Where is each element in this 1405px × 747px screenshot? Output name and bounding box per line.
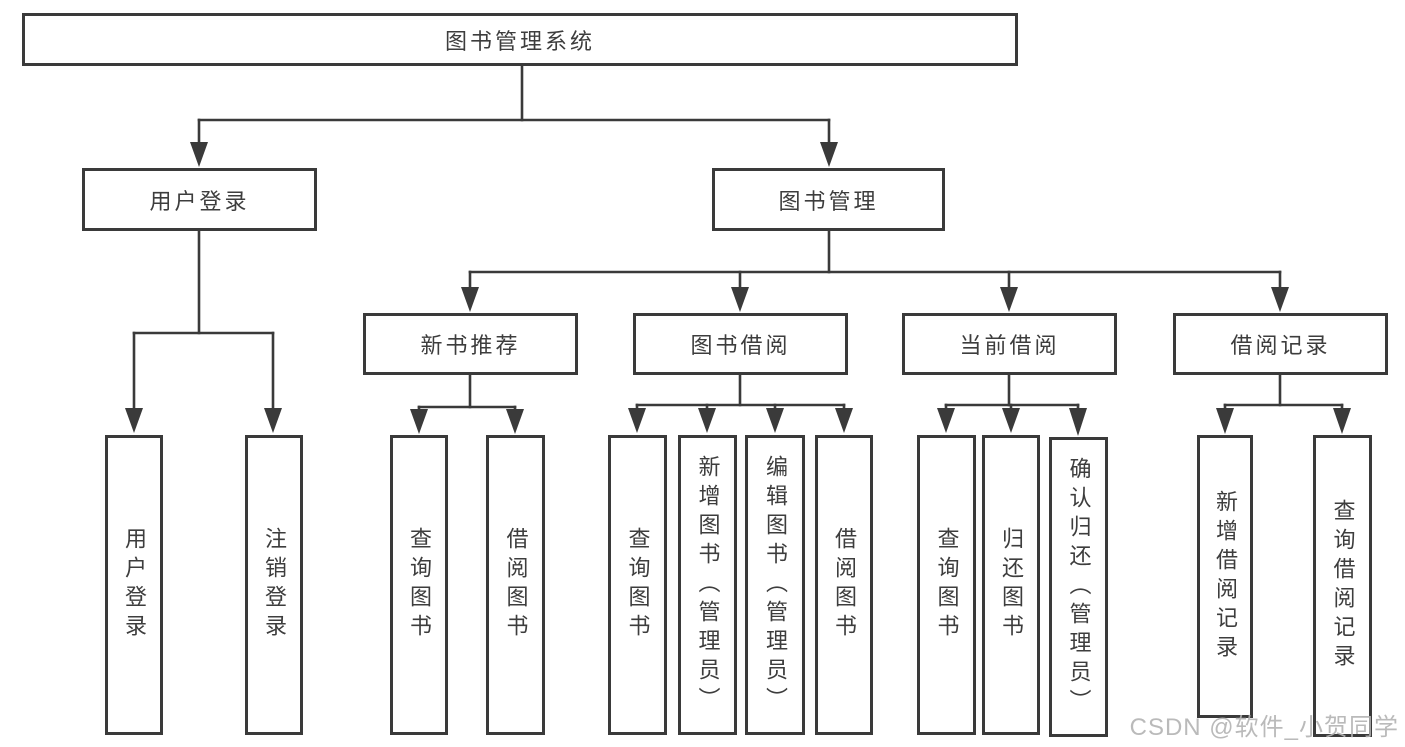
node-user-login: 用户登录	[82, 168, 317, 231]
node-label: 新增借阅记录	[1213, 489, 1238, 664]
node-current-borrowing: 当前借阅	[902, 313, 1117, 375]
node-label: 注销登录	[262, 527, 287, 643]
node-label: 查询图书	[407, 527, 432, 643]
leaf-edit-books-admin: 编辑图书（管理员）	[745, 435, 805, 735]
node-library-management-system: 图书管理系统	[22, 13, 1018, 66]
leaf-query-books-recommend: 查询图书	[390, 435, 448, 735]
node-label: 借阅图书	[832, 527, 857, 643]
node-new-book-recommendation: 新书推荐	[363, 313, 578, 375]
node-label: 确认归还（管理员）	[1066, 456, 1092, 718]
node-label: 图书管理系统	[444, 28, 595, 54]
leaf-query-books-borrowing: 查询图书	[608, 435, 667, 735]
leaf-query-books-current: 查询图书	[917, 435, 976, 735]
leaf-add-books-admin: 新增图书（管理员）	[678, 435, 737, 735]
node-label: 用户登录	[149, 188, 250, 214]
node-label: 查询借阅记录	[1330, 499, 1356, 673]
node-label: 编辑图书（管理员）	[763, 454, 788, 716]
node-label: 用户登录	[122, 527, 147, 643]
leaf-query-borrow-record: 查询借阅记录	[1313, 435, 1372, 737]
leaf-confirm-return-admin: 确认归还（管理员）	[1049, 437, 1108, 737]
node-label: 新增图书（管理员）	[695, 454, 721, 716]
leaf-borrow-books-recommend: 借阅图书	[486, 435, 545, 735]
node-label: 图书借阅	[690, 333, 791, 358]
node-label: 借阅图书	[503, 527, 529, 643]
leaf-add-borrow-record: 新增借阅记录	[1197, 435, 1253, 718]
node-label: 查询图书	[934, 527, 960, 643]
leaf-return-books: 归还图书	[982, 435, 1040, 735]
node-label: 图书管理	[778, 188, 879, 214]
leaf-user-login: 用户登录	[105, 435, 163, 735]
node-book-borrowing: 图书借阅	[633, 313, 848, 375]
node-label: 借阅记录	[1230, 333, 1331, 358]
csdn-watermark: CSDN @软件_小贺同学	[1129, 714, 1399, 741]
node-label: 新书推荐	[420, 333, 521, 358]
node-label: 当前借阅	[959, 333, 1060, 358]
leaf-logout: 注销登录	[245, 435, 303, 735]
node-label: 查询图书	[625, 527, 651, 643]
node-label: 归还图书	[999, 527, 1024, 643]
node-borrowing-records: 借阅记录	[1173, 313, 1388, 375]
leaf-borrow-books: 借阅图书	[815, 435, 873, 735]
node-book-management: 图书管理	[712, 168, 945, 231]
